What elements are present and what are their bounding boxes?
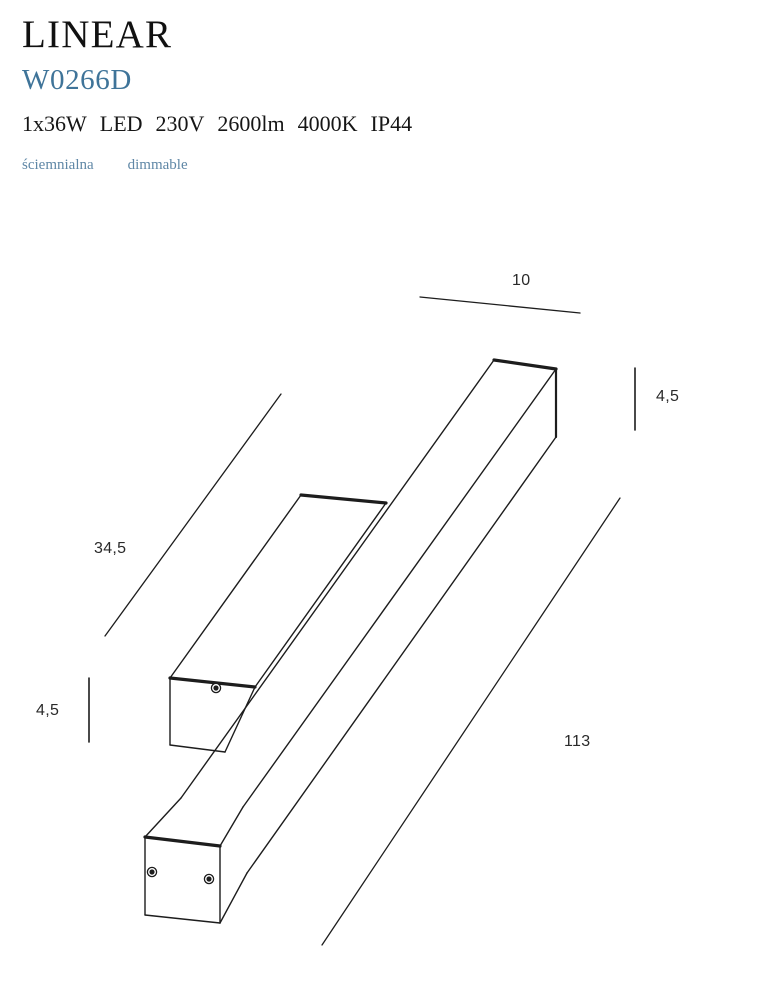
spec-source: LED <box>99 111 143 136</box>
leader-depth-top <box>419 296 581 314</box>
product-code: W0266D <box>22 64 132 96</box>
dimmable-label-en: dimmable <box>127 157 188 173</box>
dimmable-note: ściemnialna dimmable <box>22 155 722 175</box>
main-bar <box>143 358 558 924</box>
header: LINEAR W0266D 1x36W LED 230V 2600lm 4000K IP4… <box>22 12 722 175</box>
spec-color-temperature: 4000K <box>297 111 358 136</box>
product-name: LINEAR <box>22 13 173 56</box>
spec-lumens: 2600lm <box>217 111 285 136</box>
dimension-lines <box>88 296 636 946</box>
mounting-screws <box>146 682 222 885</box>
screw-main-left <box>146 866 158 878</box>
spec-ingress-protection: IP44 <box>370 111 413 136</box>
spec-power: 1x36W <box>22 111 87 136</box>
dimension-label-height-right: 4,5 <box>656 388 680 405</box>
screw-main-right <box>203 873 215 885</box>
spec-voltage: 230V <box>155 111 205 136</box>
dimension-label-length-main: 113 <box>564 733 591 750</box>
dimmable-label-pl: ściemnialna <box>22 157 94 173</box>
technical-spec-line: 1x36W LED 230V 2600lm 4000K IP44 <box>22 110 722 138</box>
back-bar <box>168 493 388 753</box>
leader-length-main <box>321 497 621 946</box>
dimension-label-depth-top: 10 <box>512 272 531 289</box>
screw-back-cap <box>210 682 222 694</box>
leader-length-back <box>104 393 282 637</box>
dimension-label-length-back: 34,5 <box>94 540 127 557</box>
dimension-label-height-left: 4,5 <box>36 702 60 719</box>
